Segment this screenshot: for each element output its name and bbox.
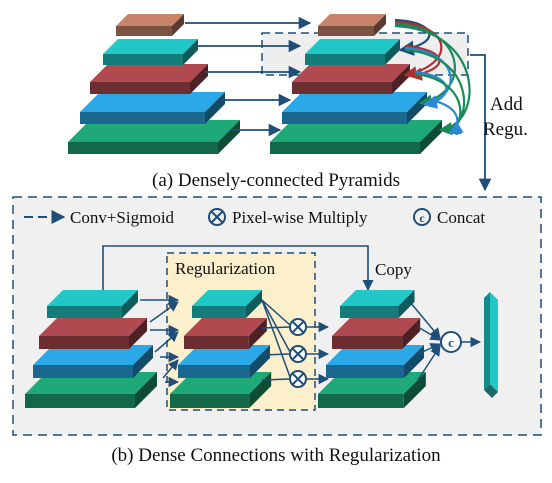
concat-node: c bbox=[440, 331, 462, 353]
conv-arrow bbox=[154, 331, 179, 353]
feature-layer bbox=[47, 290, 138, 318]
feature-layer bbox=[33, 345, 153, 378]
reg-line bbox=[261, 353, 291, 356]
legend-multiply-label: Pixel-wise Multiply bbox=[232, 208, 368, 227]
output-feature-map bbox=[484, 292, 498, 398]
feature-layer bbox=[184, 318, 267, 349]
stack-output bbox=[318, 290, 426, 408]
stack-regularization bbox=[170, 290, 272, 408]
conv-arrow bbox=[162, 359, 179, 379]
concat-arrow bbox=[417, 326, 441, 341]
dense-connections bbox=[394, 18, 471, 136]
multiply-node bbox=[289, 370, 307, 388]
reg-line bbox=[261, 299, 291, 353]
regularization-to-multiply-arrows bbox=[261, 299, 291, 381]
input-to-regularization-arrows bbox=[140, 294, 180, 388]
copy-arrow bbox=[102, 245, 374, 292]
concat-icon-letter: c bbox=[419, 211, 425, 225]
output-to-concat-arrows bbox=[409, 301, 441, 381]
multiply-node bbox=[289, 345, 307, 363]
concat-arrow bbox=[417, 345, 441, 381]
feature-layer bbox=[178, 345, 270, 378]
panel-b: Conv+Sigmoid Pixel-wise Multiply c Conca… bbox=[12, 196, 542, 466]
stack-input bbox=[25, 290, 157, 408]
regularization-label: Regularization bbox=[175, 259, 276, 278]
copy-label: Copy bbox=[375, 260, 412, 279]
feature-layer bbox=[39, 318, 147, 349]
concat-icon: c bbox=[413, 208, 431, 226]
feature-layer bbox=[103, 39, 198, 65]
feature-layer bbox=[340, 290, 415, 318]
multiply-node bbox=[289, 318, 307, 336]
feature-layer bbox=[80, 92, 225, 124]
panel-a: Add Regu. (a) Densely-connected Pyramids bbox=[68, 14, 528, 192]
concat-node-letter: c bbox=[448, 335, 454, 350]
feature-layer bbox=[68, 120, 240, 154]
feature-layer bbox=[270, 120, 442, 154]
multiply-icon bbox=[208, 208, 226, 226]
multiply-to-output-arrows bbox=[306, 321, 330, 385]
feature-layer bbox=[318, 14, 386, 36]
feature-layer bbox=[116, 14, 184, 36]
legend-conv-label: Conv+Sigmoid bbox=[70, 208, 175, 227]
feature-layer bbox=[305, 39, 400, 65]
add-regularization-arrow bbox=[470, 54, 492, 192]
reg-line bbox=[261, 299, 291, 378]
panel-a-caption: (a) Densely-connected Pyramids bbox=[152, 170, 400, 191]
feature-layer bbox=[282, 92, 427, 124]
conv-arrow bbox=[149, 301, 179, 323]
pyramid-right bbox=[270, 14, 442, 154]
dense-curve bbox=[429, 98, 464, 134]
reg-line bbox=[261, 326, 291, 329]
legend-concat-label: Concat bbox=[437, 208, 485, 227]
reg-line bbox=[261, 378, 291, 381]
reg-line bbox=[261, 299, 291, 326]
feature-layer bbox=[90, 64, 208, 94]
dense-curve bbox=[414, 70, 448, 109]
add-regu-label-line1: Add bbox=[490, 94, 523, 115]
panel-b-caption: (b) Dense Connections with Regularizatio… bbox=[111, 445, 441, 466]
pyramid-left bbox=[68, 14, 240, 154]
add-regu-label-line2: Regu. bbox=[483, 119, 528, 140]
feature-layer bbox=[192, 290, 262, 318]
legend: Conv+Sigmoid Pixel-wise Multiply c Conca… bbox=[24, 208, 485, 227]
feature-layer bbox=[292, 64, 410, 94]
feature-layer bbox=[332, 318, 421, 349]
